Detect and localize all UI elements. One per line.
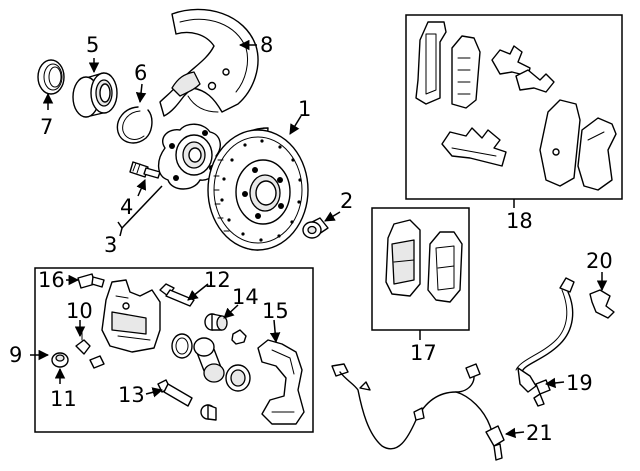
callout-15: 15	[262, 299, 289, 323]
callout-4: 4	[120, 195, 133, 219]
brake-rotor-part	[207, 127, 309, 251]
caliper-assembly-parts	[51, 273, 305, 425]
callout-17: 17	[410, 341, 437, 365]
seal-part	[37, 59, 65, 95]
callout-13: 13	[118, 383, 145, 407]
callout-10: 10	[66, 299, 93, 323]
callout-16: 16	[38, 268, 65, 292]
callout-6: 6	[134, 61, 147, 85]
callout-2: 2	[340, 189, 353, 213]
hose-clip-part	[589, 289, 615, 319]
leader-lines	[30, 39, 608, 439]
pad-hardware-kit-parts	[415, 21, 617, 191]
callout-12: 12	[204, 268, 231, 292]
callout-11: 11	[50, 387, 77, 411]
callout-3: 3	[104, 233, 117, 257]
wheel-speed-sensor-part	[331, 363, 505, 461]
callout-20: 20	[586, 249, 613, 273]
dust-shield-part	[159, 8, 259, 117]
callout-18: 18	[506, 209, 533, 233]
callout-7: 7	[40, 115, 53, 139]
snap-ring-part	[116, 106, 153, 144]
hub-cap-part	[302, 217, 329, 239]
brake-pads-part	[385, 219, 463, 303]
callout-21: 21	[526, 421, 553, 445]
callout-9: 9	[9, 343, 22, 367]
wheel-stud-part	[129, 161, 161, 179]
brake-hose-part	[515, 277, 575, 407]
callout-8: 8	[260, 33, 273, 57]
callout-14: 14	[232, 285, 259, 309]
caliper-assembly-box	[34, 267, 314, 433]
callout-labels: 1 2 3 4 5 6 7 8 9 10 11 12 13 14 15 16 1…	[9, 33, 613, 445]
callout-1: 1	[298, 97, 311, 121]
wheel-bearing-part	[72, 72, 118, 118]
callout-19: 19	[566, 371, 593, 395]
wheel-hub-part	[157, 123, 221, 190]
callout-5: 5	[86, 33, 99, 57]
